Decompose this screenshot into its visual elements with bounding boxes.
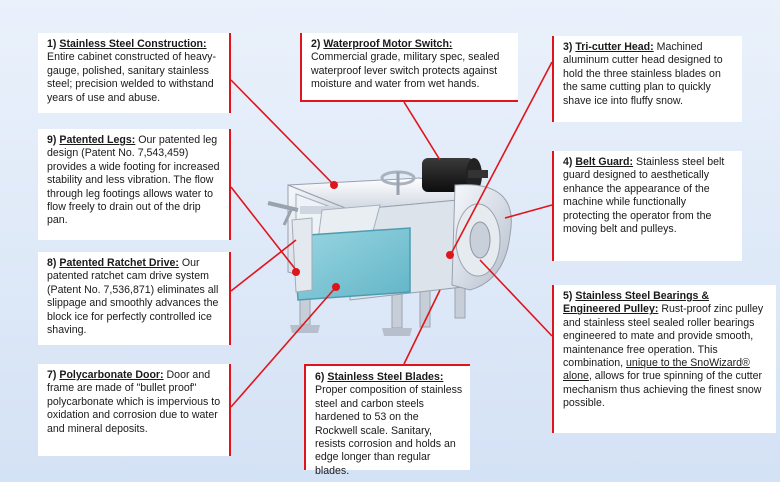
callout-body-end: , allows for true spinning of the cutter… — [563, 370, 763, 410]
callout-title: Belt Guard: — [575, 156, 634, 168]
belt-guard — [451, 184, 512, 291]
callout-polycarbonate-door: 7) Polycarbonate Door: Door and frame ar… — [38, 364, 231, 456]
callout-title: Stainless Steel Bearings & Engineered Pu… — [563, 290, 710, 316]
callout-number: 1) — [47, 38, 57, 50]
callout-body: Stainless steel belt guard designed to a… — [563, 156, 725, 236]
callout-body: Entire cabinet constructed of heavy-gaug… — [47, 51, 217, 104]
handwheel — [380, 170, 416, 195]
callout-number: 8) — [47, 257, 57, 269]
callout-title: Patented Ratchet Drive: — [59, 257, 179, 269]
leader-lines — [230, 61, 553, 408]
callout-stainless-blades: 6) Stainless Steel Blades: Proper compos… — [304, 364, 470, 477]
callout-body: Proper composition of stainless steel an… — [315, 384, 463, 477]
callout-title: Waterproof Motor Switch: — [323, 38, 453, 50]
callout-number: 2) — [311, 38, 321, 50]
callout-body: Our patented leg design (Patent No. 7,54… — [47, 134, 220, 227]
door-frame — [291, 217, 313, 293]
callout-title: Patented Legs: — [59, 134, 136, 146]
callout-belt-guard: 4) Belt Guard: Stainless steel belt guar… — [552, 151, 742, 261]
callout-number: 5) — [563, 290, 573, 302]
callout-bearings-pulley: 5) Stainless Steel Bearings & Engineered… — [552, 285, 776, 433]
callout-title: Stainless Steel Blades: — [327, 371, 444, 383]
callout-title: Stainless Steel Construction: — [59, 38, 207, 50]
callout-number: 6) — [315, 371, 325, 383]
callout-body: Machined aluminum cutter head designed t… — [563, 41, 723, 107]
callout-body: Commercial grade, military spec, sealed … — [311, 51, 500, 91]
callout-number: 7) — [47, 369, 57, 381]
callout-number: 3) — [563, 41, 573, 53]
callout-body-emphasis: unique to the SnoWizard® alone — [563, 357, 750, 383]
callout-title: Polycarbonate Door: — [59, 369, 164, 381]
callout-body: Door and frame are made of "bullet proof… — [47, 369, 221, 435]
callout-number: 4) — [563, 156, 573, 168]
callout-ratchet-drive: 8) Patented Ratchet Drive: Our patented … — [38, 252, 231, 345]
callout-body: Our patented ratchet cam drive system (P… — [47, 257, 219, 337]
callout-body: Rust-proof zinc pulley and stainless ste… — [563, 303, 764, 370]
callout-stainless-construction: 1) Stainless Steel Construction: Entire … — [38, 33, 231, 113]
callout-number: 9) — [47, 134, 57, 146]
ratchet-drive-rod — [267, 201, 299, 226]
callout-motor-switch: 2) Waterproof Motor Switch: Commercial g… — [300, 33, 518, 102]
callout-patented-legs: 9) Patented Legs: Our patented leg desig… — [38, 129, 231, 240]
callout-tri-cutter-head: 3) Tri-cutter Head: Machined aluminum cu… — [552, 36, 742, 122]
callout-title: Tri-cutter Head: — [575, 41, 654, 53]
motor — [422, 158, 488, 192]
